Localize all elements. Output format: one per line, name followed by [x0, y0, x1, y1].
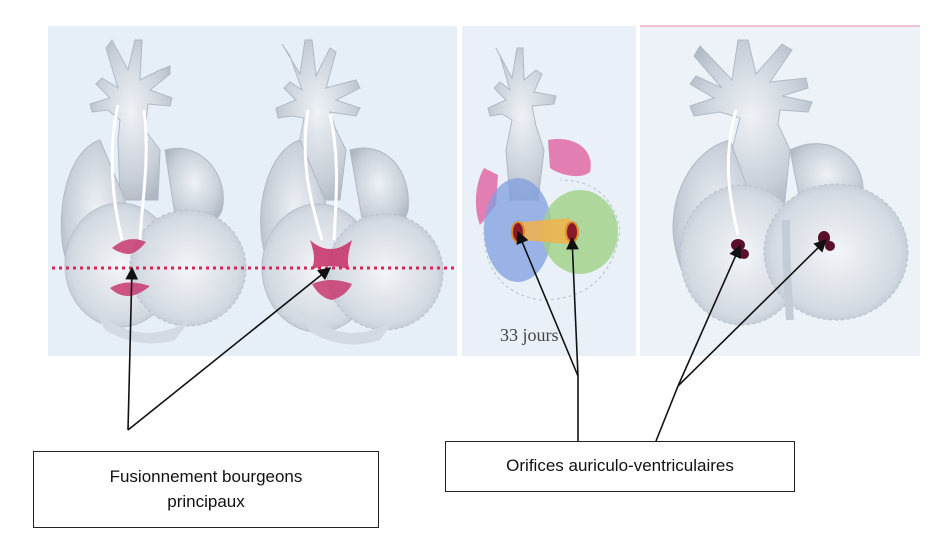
heart-4-septum: [782, 219, 794, 321]
heart-3-caption: 33 jours: [500, 325, 559, 345]
heart-3: 33 jours: [475, 47, 621, 345]
heart-2-cushion-fused: [310, 240, 352, 270]
heart-2-tube: [328, 113, 338, 241]
heart-2-cushion-lower: [312, 280, 352, 300]
heart-1-cushion-lower: [110, 282, 150, 296]
heart-1-apex: [95, 310, 190, 344]
heart-3-atrium-pink-left: [475, 168, 498, 225]
arrow-right-to-heart-3-left: [516, 230, 579, 377]
arrow-right-to-heart-3-right: [566, 236, 579, 377]
arrow-left-to-heart-2: [127, 267, 331, 431]
heart-1-tube: [110, 104, 124, 241]
heart-3-atrium-pink-right: [548, 139, 591, 177]
label-orifices-text: Orifices auriculo-ventriculaires: [506, 456, 734, 476]
label-fusion-text: Fusionnement bourgeons principaux: [109, 466, 303, 511]
heart-3-outflow: [487, 47, 557, 201]
heart-2-outflow: [275, 39, 361, 201]
label-av-orifices: Orifices auriculo-ventriculaires: [445, 441, 795, 492]
heart-2-apex: [300, 310, 395, 345]
heart-4-outflow: [689, 39, 813, 211]
heart-3-canal-bridge: [522, 218, 570, 244]
heart-4-tube: [726, 109, 740, 236]
arrow-left-to-heart-1: [125, 266, 139, 431]
arrow-right-to-heart-4-left: [677, 244, 742, 387]
heart-1-cushion-upper: [112, 239, 146, 254]
heart-1-tube: [138, 109, 148, 241]
arrow-right-to-heart-4-right: [677, 239, 827, 387]
heart-3-ventricle-outline: [483, 179, 621, 301]
heart-4: [672, 39, 909, 326]
heart-3-ventricle-right: [542, 190, 618, 274]
heart-4-ventricle-right: [763, 183, 909, 321]
heart-1: [60, 39, 247, 344]
heart-1-outflow: [89, 39, 173, 201]
heart-2-tube: [303, 109, 324, 241]
label-fusion-cushions: Fusionnement bourgeons principaux: [33, 451, 379, 528]
heart-2-ventricle-right: [326, 213, 444, 331]
arrow-right-stem-2: [655, 385, 679, 442]
